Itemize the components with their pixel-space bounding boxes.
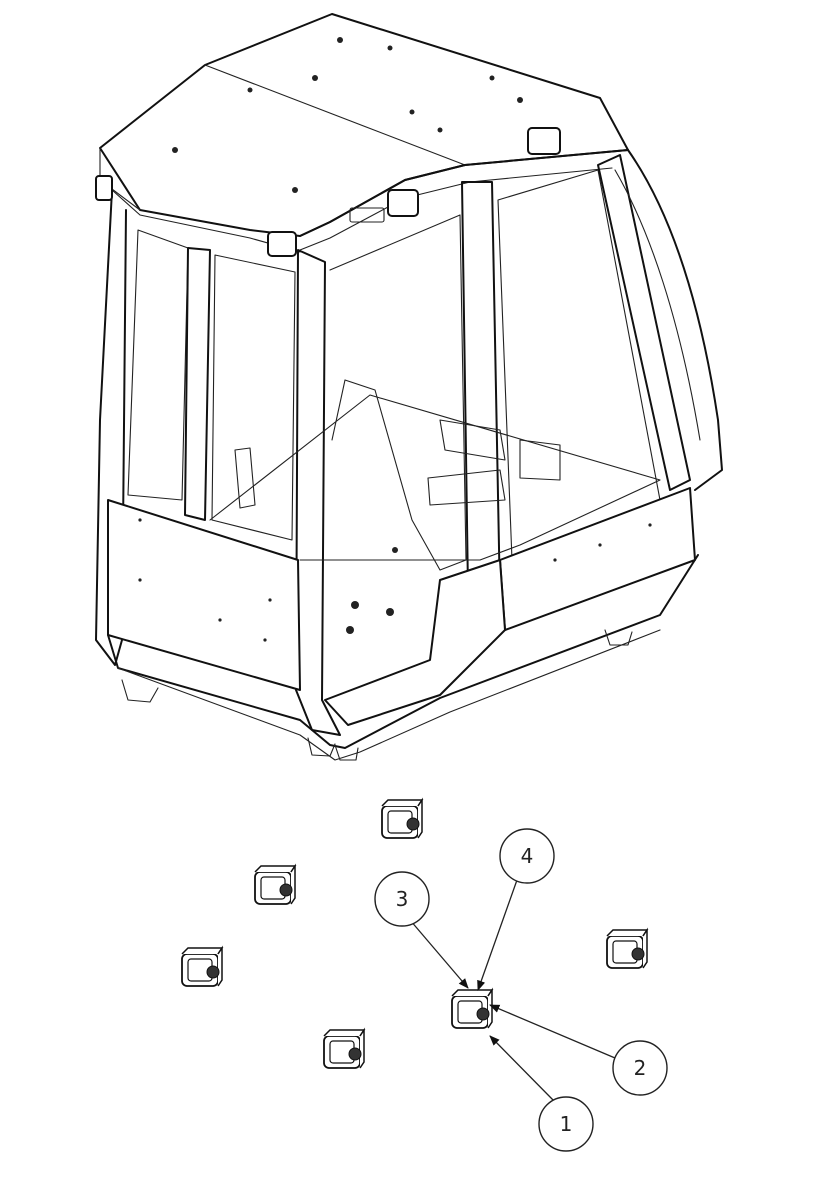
left-lower-panel (107, 499, 301, 691)
callout-2: 2 (612, 1040, 668, 1096)
callout-2-label: 2 (634, 1056, 647, 1080)
roof-lamp-socket-4 (95, 175, 113, 201)
leader-4 (477, 879, 518, 991)
callout-4: 4 (499, 828, 555, 884)
callout-3-label: 3 (396, 887, 409, 911)
front-left-pillar (295, 249, 341, 736)
work-light-part (181, 799, 648, 1069)
interior-bracket-2 (439, 419, 506, 461)
roof-holes (172, 37, 523, 193)
cab-frame-drawing (95, 13, 723, 761)
roof-lamp-socket-1 (527, 127, 561, 155)
work-light-4 (323, 1029, 365, 1069)
right-side-curve (627, 149, 723, 491)
mount-foot-left (121, 679, 159, 703)
mount-foot-front (307, 737, 336, 757)
callout-1: 1 (538, 1096, 594, 1152)
work-light-3 (181, 947, 223, 987)
work-light-callout-target (451, 989, 493, 1029)
left-front-window (211, 254, 296, 541)
left-window (127, 229, 189, 501)
leader-2 (489, 1004, 616, 1059)
interior-left-mount (234, 447, 256, 509)
right-side-curve-inner (614, 169, 701, 441)
panel-rivets (138, 518, 652, 642)
interior-bracket (427, 469, 506, 506)
left-mid-pillar (184, 247, 211, 521)
front-display-slot (349, 207, 385, 223)
cab-base-skirt (117, 629, 661, 761)
right-front-pillar (597, 154, 691, 491)
callout-1-label: 1 (560, 1112, 573, 1136)
work-light-1 (381, 799, 423, 839)
work-light-2 (254, 865, 296, 905)
mount-foot-front-2 (334, 744, 359, 761)
interior-seat-mount (519, 439, 561, 481)
cab-floor (209, 394, 661, 561)
mount-foot-right (604, 629, 633, 646)
callout-4-label: 4 (521, 844, 534, 868)
work-light-5 (606, 929, 648, 969)
cab-base-front (107, 554, 699, 749)
front-step-panel (324, 559, 506, 726)
roof-front-edge (299, 149, 629, 237)
leader-3 (409, 919, 469, 989)
roof-seam (204, 64, 466, 166)
leader-1 (489, 1035, 556, 1103)
callout-3: 3 (374, 871, 430, 927)
roof-lamp-socket-3 (267, 231, 297, 257)
front-centre-pillar (461, 181, 501, 611)
front-windshield-left (329, 214, 467, 571)
roof-lamp-socket-2 (387, 189, 419, 217)
